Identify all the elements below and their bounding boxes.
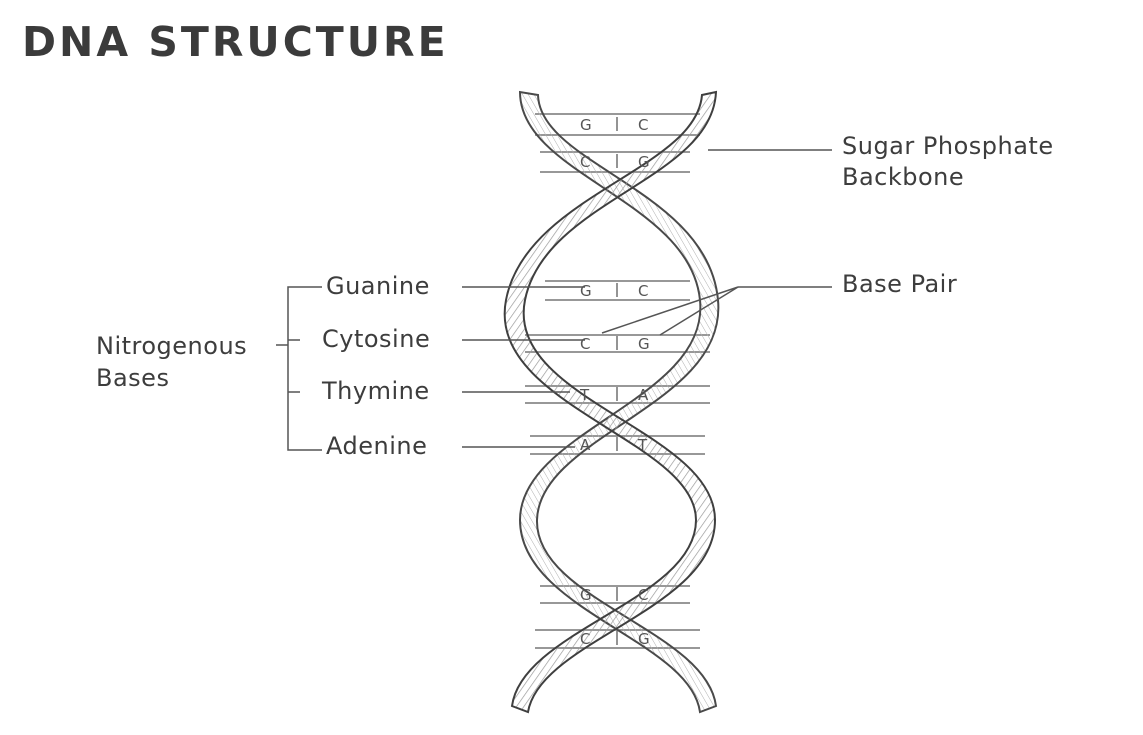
base-letter-right: C — [638, 282, 648, 300]
base-letter-right: C — [638, 116, 648, 134]
base-letter-left: A — [580, 436, 591, 454]
base-pair-pointer-line — [659, 286, 739, 336]
bases-bracket — [276, 286, 322, 451]
base-letter-right: A — [638, 386, 649, 404]
base-letter-left: G — [580, 116, 592, 134]
base-letter-left: C — [580, 153, 590, 171]
nitrogenous-bases-label-line1: Nitrogenous — [96, 332, 248, 360]
base-letter-left: T — [579, 386, 590, 404]
guanine-label: Guanine — [326, 272, 430, 300]
backbone-strand-b — [503, 90, 718, 714]
base-pair-label: Base Pair — [842, 270, 958, 298]
nitrogenous-bases-label-line2: Bases — [96, 364, 170, 392]
base-letter-right: G — [638, 335, 650, 353]
backbone-label-line2: Backbone — [842, 163, 965, 191]
base-letter-right: T — [637, 436, 648, 454]
backbone-label-line1: Sugar Phosphate — [842, 132, 1054, 160]
base-pair-pointer-line — [601, 286, 739, 334]
base-letter-right: G — [638, 153, 650, 171]
base-letter-left: G — [580, 586, 592, 604]
base-letter-left: G — [580, 282, 592, 300]
adenine-label: Adenine — [326, 432, 428, 460]
thymine-label: Thymine — [322, 377, 430, 405]
diagram-title: DNA STRUCTURE — [22, 18, 449, 66]
base-letter-right: C — [638, 586, 648, 604]
base-letter-right: G — [638, 630, 650, 648]
base-letter-left: C — [580, 335, 590, 353]
base-letters: G C C G G C C G T A A T G C C G — [579, 116, 650, 648]
base-letter-left: C — [580, 630, 590, 648]
cytosine-label: Cytosine — [322, 325, 431, 353]
